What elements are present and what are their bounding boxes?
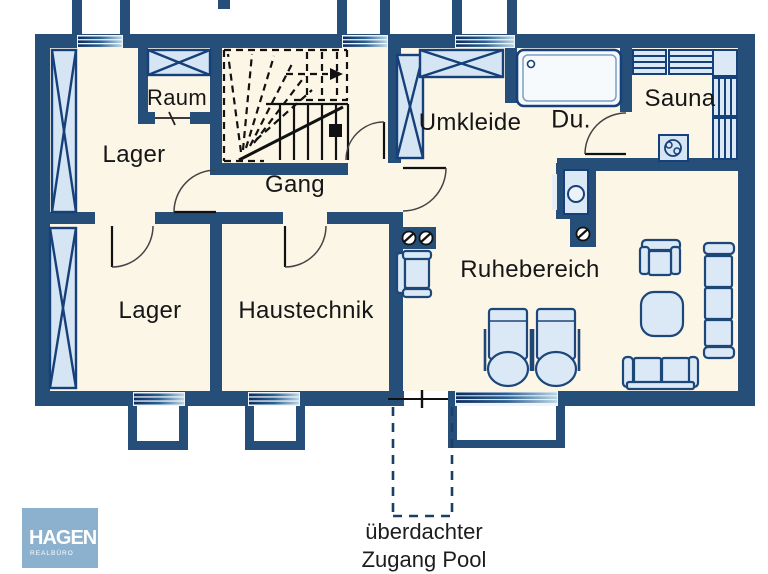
pool-caption-line2: Zugang Pool — [361, 547, 487, 572]
room-label-dusche: Du. — [551, 105, 591, 134]
hagen-logo: HAGEN REALBÜRO — [22, 508, 98, 568]
window — [342, 35, 388, 48]
door-arc — [584, 112, 627, 156]
room-label-raum: Raum — [147, 85, 207, 110]
pool-caption-line1: überdachter — [365, 519, 483, 544]
door-arc — [402, 166, 447, 212]
room-label-umkleide: Umkleide — [418, 109, 522, 136]
pool-access-caption: überdachter Zugang Pool — [362, 518, 487, 574]
wardrobe — [48, 226, 78, 390]
window — [248, 392, 300, 406]
interior-walls — [50, 48, 738, 391]
logo-name: HAGEN — [29, 527, 97, 549]
sauna-fittings — [632, 49, 738, 162]
shower-tray — [515, 48, 623, 108]
room-label-sauna: Sauna — [644, 85, 716, 112]
sauna-bench — [712, 77, 738, 117]
light-well — [128, 406, 188, 450]
armchair — [638, 238, 682, 277]
wardrobe — [395, 53, 425, 160]
light-well — [72, 0, 82, 34]
drain-symbol — [401, 230, 417, 246]
wardrobe — [418, 48, 505, 79]
window — [455, 391, 558, 406]
staircase — [222, 48, 350, 163]
coffee-table — [639, 290, 685, 338]
light-well — [448, 406, 565, 448]
floorplan-page: { "plan": { "rooms": { "raum": "Raum", "… — [22, 0, 755, 572]
exterior-door — [388, 390, 448, 408]
light-wells — [72, 0, 565, 450]
room-label-gang: Gang — [265, 171, 325, 198]
room-label-haustechnik: Haustechnik — [238, 297, 374, 324]
windows — [77, 35, 558, 406]
room-label-ruhebereich: Ruhebereich — [460, 256, 600, 283]
sauna-bench-corner — [712, 49, 738, 77]
cupboards — [48, 48, 505, 390]
sofa — [702, 241, 736, 360]
shower-drain — [526, 59, 536, 69]
stair-direction-arrow — [330, 68, 343, 80]
door-arc — [110, 225, 154, 268]
drain-symbol — [418, 230, 434, 246]
sauna-bench — [712, 117, 738, 160]
room-label-lager-upper: Lager — [102, 141, 166, 168]
sauna-heater — [658, 134, 689, 162]
armchair — [395, 249, 433, 299]
door-arc — [345, 121, 386, 161]
stove-fixture — [552, 163, 596, 247]
room-label-lager-lower: Lager — [118, 297, 182, 324]
light-well — [245, 406, 305, 450]
door-arc — [283, 225, 327, 268]
drain-symbol — [575, 226, 591, 242]
sauna-bench — [668, 49, 714, 75]
wardrobe — [50, 48, 78, 214]
window — [455, 35, 515, 48]
sauna-bench — [632, 49, 667, 75]
furniture — [395, 238, 736, 391]
logo-subtitle: REALBÜRO — [30, 550, 74, 557]
door-threshold — [155, 111, 190, 126]
window — [77, 35, 123, 48]
doors — [110, 111, 627, 268]
drain-counter — [397, 227, 436, 249]
pool-access-outline — [391, 407, 454, 518]
window — [133, 392, 185, 406]
floorplan-drawing — [35, 0, 755, 518]
lounger — [531, 307, 581, 388]
door-arc — [173, 169, 217, 214]
lounger — [483, 307, 533, 388]
sofa — [621, 355, 700, 391]
chimney-stub — [218, 0, 230, 9]
wardrobe — [146, 48, 212, 77]
